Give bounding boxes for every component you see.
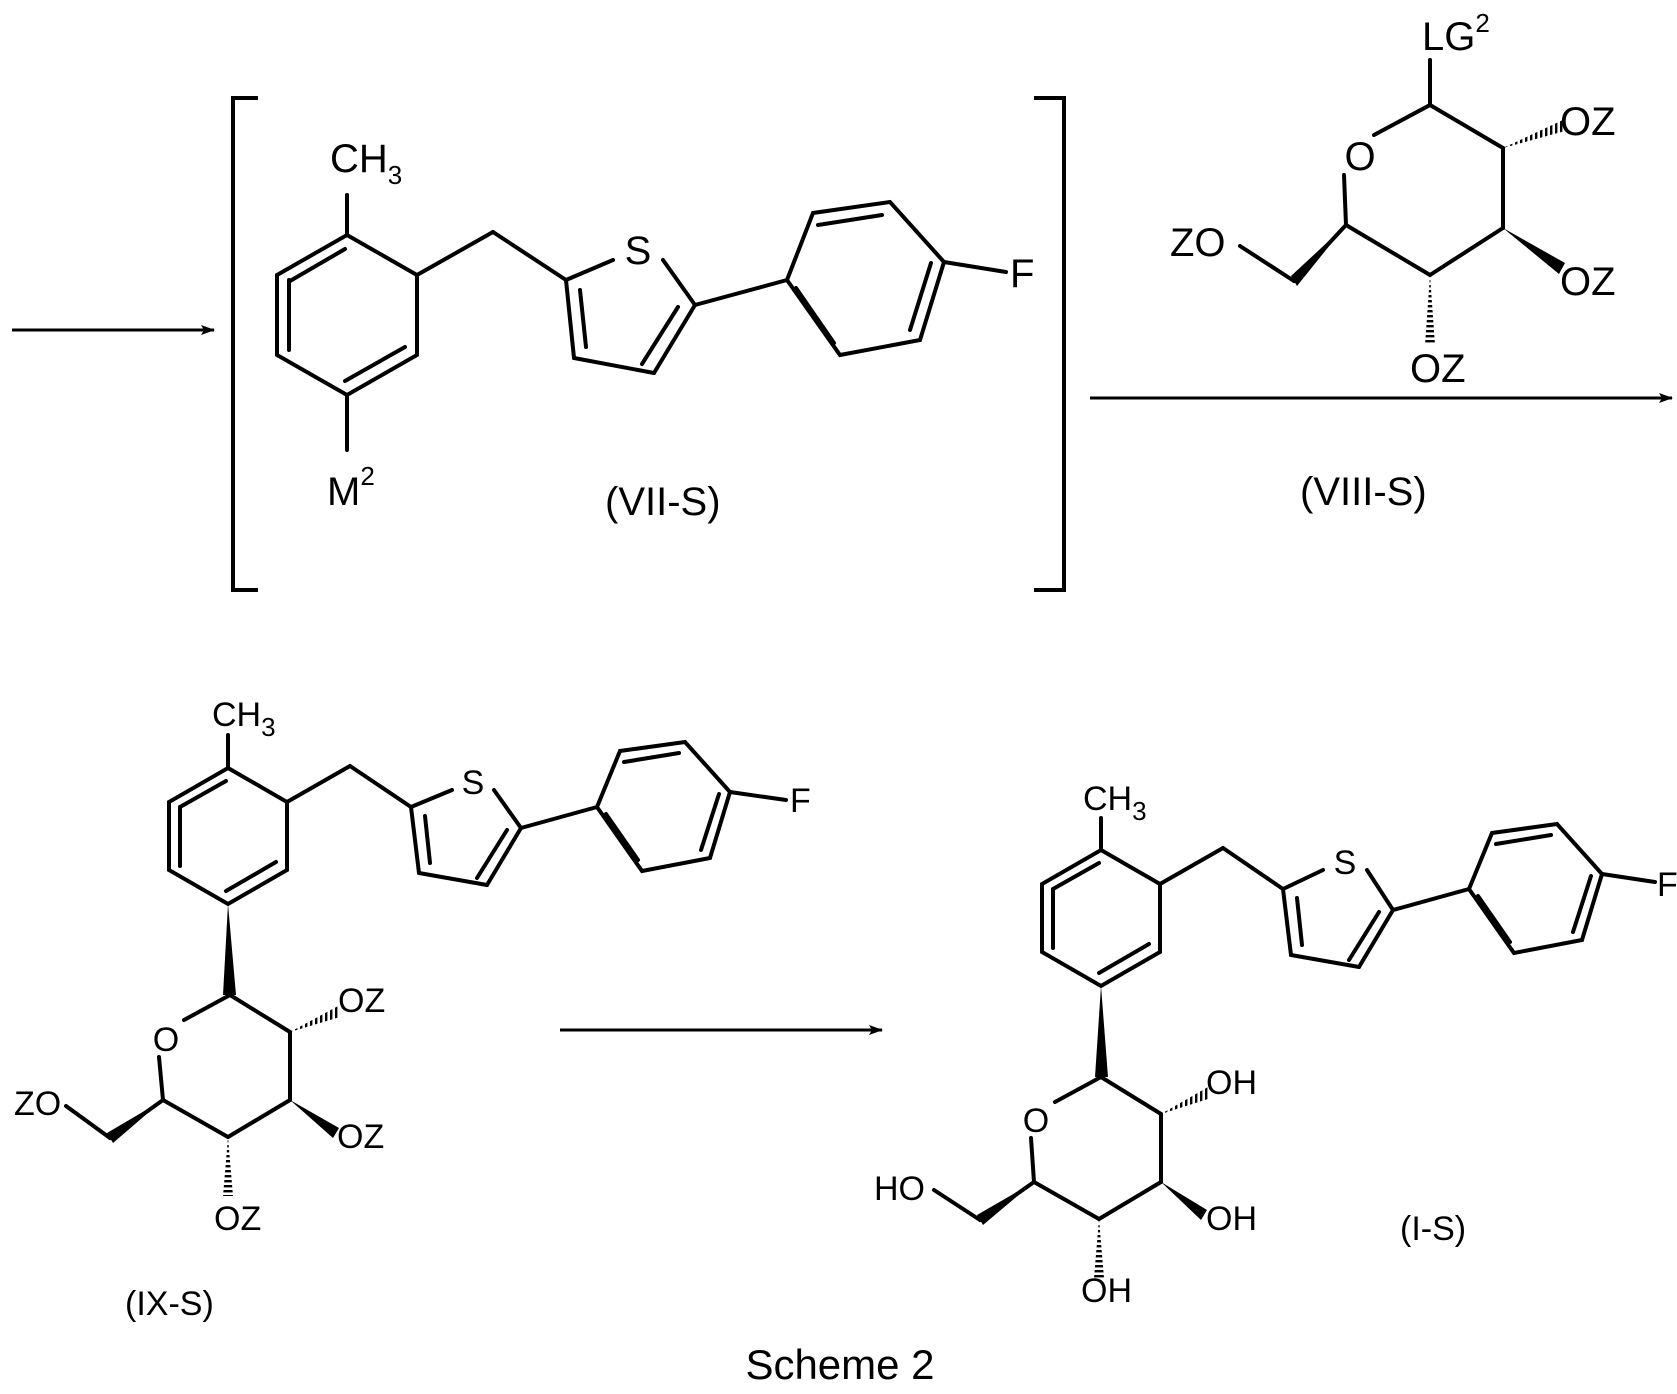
svg-text:OH: OH [1081, 1272, 1132, 1310]
compound-ix-s: CH3 S F O OZ ZO OZ OZ (IX-S) [14, 696, 811, 1323]
svg-text:F: F [1657, 866, 1677, 904]
right-bracket [1034, 98, 1064, 590]
svg-text:F: F [1010, 252, 1034, 296]
svg-text:OZ: OZ [338, 982, 385, 1020]
svg-text:O: O [1344, 135, 1375, 179]
svg-text:OZ: OZ [1410, 347, 1466, 391]
svg-text:CH3: CH3 [1083, 780, 1147, 826]
svg-text:ZO: ZO [14, 1085, 61, 1123]
scheme-caption: Scheme 2 [745, 1341, 934, 1388]
svg-text:(I-S): (I-S) [1400, 1210, 1466, 1248]
svg-text:(VII-S): (VII-S) [605, 480, 721, 524]
svg-text:CH3: CH3 [330, 137, 402, 190]
svg-text:OH: OH [1206, 1200, 1257, 1238]
svg-text:F: F [790, 782, 811, 820]
compound-vii-s: CH3 S F M2 (VII-S) [277, 137, 1034, 524]
svg-text:LG2: LG2 [1422, 8, 1490, 59]
svg-text:O: O [1023, 1102, 1049, 1140]
svg-text:OZ: OZ [1560, 100, 1616, 144]
svg-text:HO: HO [874, 1170, 925, 1208]
compound-viii-s: LG2 O OZ ZO OZ OZ (VIII-S) [1170, 8, 1616, 514]
svg-text:S: S [462, 764, 485, 802]
svg-text:OZ: OZ [1560, 260, 1616, 304]
svg-text:OZ: OZ [214, 1200, 261, 1238]
svg-text:ZO: ZO [1170, 221, 1226, 265]
svg-text:(VIII-S): (VIII-S) [1300, 470, 1427, 514]
svg-text:M2: M2 [327, 461, 375, 514]
compound-i-s: CH3 S F O OH HO OH OH (I-S) [874, 780, 1677, 1310]
svg-text:O: O [153, 1021, 179, 1059]
svg-text:S: S [1334, 844, 1357, 882]
svg-text:S: S [625, 229, 652, 273]
svg-text:(IX-S): (IX-S) [125, 1285, 214, 1323]
svg-text:OH: OH [1206, 1064, 1257, 1102]
svg-text:CH3: CH3 [212, 696, 276, 742]
left-bracket [233, 98, 258, 590]
svg-text:OZ: OZ [337, 1118, 384, 1156]
